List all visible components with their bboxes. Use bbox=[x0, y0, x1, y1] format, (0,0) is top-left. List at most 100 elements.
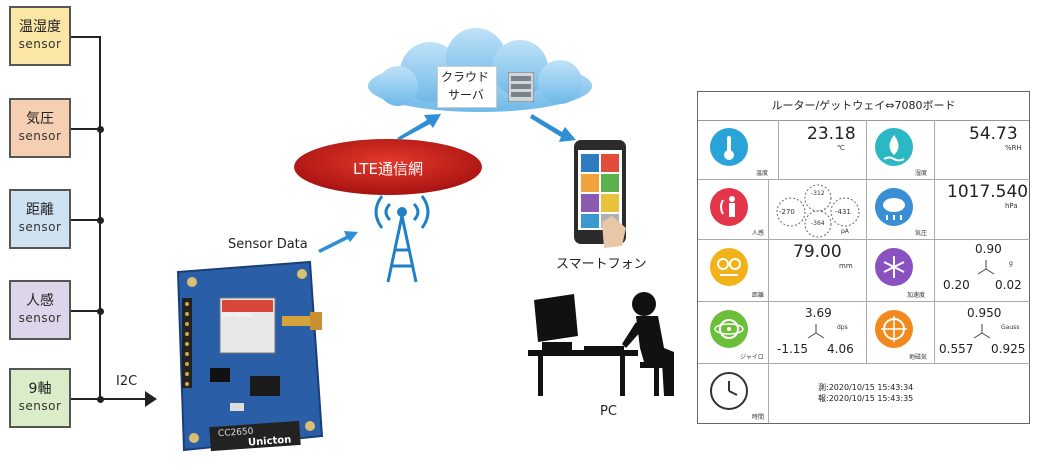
pc-label: PC bbox=[600, 404, 617, 419]
gyro-z-value: -1.15 bbox=[777, 342, 809, 356]
bus-label: I2C bbox=[116, 374, 138, 389]
bus-line-h3 bbox=[71, 219, 101, 221]
smartphone-label: スマートフォン bbox=[556, 257, 647, 272]
axes-icon bbox=[973, 324, 991, 339]
time-icon-cell: 時間 bbox=[698, 364, 769, 423]
magnet-icon-cell: 地磁気 bbox=[867, 302, 935, 364]
temperature-label: 温度 bbox=[756, 170, 769, 177]
temperature-unit: ℃ bbox=[837, 144, 845, 152]
sensor-name: 距離 bbox=[26, 202, 54, 218]
lte-network-label: LTE通信網 bbox=[353, 160, 423, 178]
gyro-label: ジャイロ bbox=[740, 354, 764, 361]
bus-junction bbox=[97, 396, 104, 403]
accel-unit: g bbox=[1009, 260, 1013, 267]
thermometer-icon bbox=[710, 128, 748, 166]
humidity-value-cell: 54.73 %RH bbox=[935, 120, 1030, 180]
humidity-icon bbox=[875, 128, 913, 166]
sensor-sub: sensor bbox=[18, 220, 62, 234]
distance-value-cell: 79.00 mm bbox=[769, 240, 867, 302]
gyro-value-cell: 3.69 dps -1.15 4.06 bbox=[769, 302, 867, 364]
pressure-unit: hPa bbox=[1005, 202, 1018, 210]
magnet-y-value: 0.950 bbox=[967, 306, 1002, 320]
compass-icon bbox=[875, 310, 913, 348]
gyro-y-value: 3.69 bbox=[805, 306, 832, 320]
bus-junction bbox=[97, 308, 104, 315]
sensor-sub: sensor bbox=[18, 311, 62, 325]
distance-pin-icon bbox=[710, 248, 748, 286]
lte-network-ellipse bbox=[294, 139, 482, 195]
pressure-value: 1017.540 bbox=[947, 182, 1029, 202]
accelerometer-icon bbox=[875, 248, 913, 286]
dashboard-title: ルーター/ゲットウェイ⇔7080ボード bbox=[698, 92, 1029, 121]
motion-icon-cell: 人感 bbox=[698, 180, 769, 240]
motion-zone-bottom: -364 bbox=[811, 220, 825, 227]
motion-unit: pA bbox=[841, 228, 849, 235]
distance-unit: mm bbox=[839, 262, 853, 270]
bus-line-h1 bbox=[71, 36, 101, 38]
distance-icon-cell: 距離 bbox=[698, 240, 769, 302]
uplink-arrow-icon bbox=[318, 231, 358, 253]
motion-zone-right: -431 bbox=[835, 208, 851, 216]
magnet-value-cell: 0.950 Gauss 0.557 0.925 bbox=[935, 302, 1030, 364]
sensor-sub: sensor bbox=[18, 129, 62, 143]
dashboard-panel: ルーター/ゲットウェイ⇔7080ボード 温度 23.18 ℃ 湿度 54.73 … bbox=[697, 91, 1030, 424]
temperature-value: 23.18 bbox=[807, 124, 856, 144]
accel-icon-cell: 加速度 bbox=[867, 240, 935, 302]
distance-label: 距離 bbox=[752, 292, 765, 299]
bus-line-h2 bbox=[71, 128, 101, 130]
bus-line-h5 bbox=[71, 398, 149, 400]
cloud-label-line2: サーバ bbox=[448, 88, 484, 102]
cloud-label-box bbox=[437, 66, 497, 108]
cloud-icon bbox=[368, 28, 592, 112]
bus-junction bbox=[97, 126, 104, 133]
accel-label: 加速度 bbox=[907, 292, 926, 299]
motion-label: 人感 bbox=[752, 230, 765, 237]
bus-line-h4 bbox=[71, 310, 101, 312]
temperature-icon-cell: 温度 bbox=[698, 120, 779, 180]
humidity-icon-cell: 湿度 bbox=[867, 120, 935, 180]
pressure-label: 気圧 bbox=[915, 230, 928, 237]
magnet-x-value: 0.925 bbox=[991, 342, 1026, 356]
pressure-value-cell: 1017.540 hPa bbox=[935, 180, 1030, 240]
pc-user-icon bbox=[528, 292, 674, 396]
accel-value-cell: 0.90 g 0.20 0.02 bbox=[935, 240, 1030, 302]
gyro-unit: dps bbox=[837, 324, 848, 331]
board-image bbox=[176, 260, 324, 452]
motion-zone-left: -270 bbox=[779, 208, 795, 216]
measured-time: 測:2020/10/15 15:43:34 bbox=[818, 383, 914, 392]
cloud-label-line1: クラウド bbox=[441, 70, 490, 84]
sensor-data-label: Sensor Data bbox=[228, 237, 308, 252]
sensor-box-distance: 距離 sensor bbox=[9, 189, 71, 249]
sensor-box-temp-humidity: 温湿度 sensor bbox=[9, 6, 71, 66]
sensor-box-9axis: 9軸 sensor bbox=[9, 368, 71, 428]
magnet-label: 地磁気 bbox=[909, 354, 928, 361]
motion-value-cell: -312 -270 -431 -364 pA bbox=[769, 180, 867, 240]
axes-icon bbox=[807, 324, 825, 339]
accel-x-value: 0.02 bbox=[995, 278, 1022, 292]
axes-icon bbox=[977, 260, 995, 275]
magnet-z-value: 0.557 bbox=[939, 342, 974, 356]
reported-time: 報:2020/10/15 15:43:35 bbox=[818, 394, 914, 403]
sensor-sub: sensor bbox=[18, 399, 62, 413]
board-module-label: SIM7080G bbox=[222, 312, 253, 319]
sensor-name: 温湿度 bbox=[19, 19, 61, 35]
motion-zone-top: -312 bbox=[811, 190, 825, 197]
distance-value: 79.00 bbox=[793, 242, 842, 262]
humidity-label: 湿度 bbox=[915, 170, 928, 177]
smartphone-icon bbox=[574, 140, 626, 248]
time-label: 時間 bbox=[752, 414, 765, 421]
pressure-icon-cell: 気圧 bbox=[867, 180, 935, 240]
humidity-unit: %RH bbox=[1005, 144, 1022, 152]
cloud-uplink-arrow-icon bbox=[397, 114, 441, 140]
magnet-unit: Gauss bbox=[1001, 324, 1020, 331]
humidity-value: 54.73 bbox=[969, 124, 1018, 144]
motion-sensor-icon bbox=[710, 188, 748, 226]
server-icon bbox=[508, 72, 534, 102]
sensor-sub: sensor bbox=[18, 37, 62, 51]
sensor-name: 人感 bbox=[26, 293, 54, 309]
motion-zones-graphic bbox=[776, 184, 860, 238]
sensor-name: 9軸 bbox=[28, 381, 52, 397]
bus-junction bbox=[97, 217, 104, 224]
phone-downlink-arrow-icon bbox=[530, 114, 576, 142]
pressure-cloud-icon bbox=[875, 188, 913, 226]
